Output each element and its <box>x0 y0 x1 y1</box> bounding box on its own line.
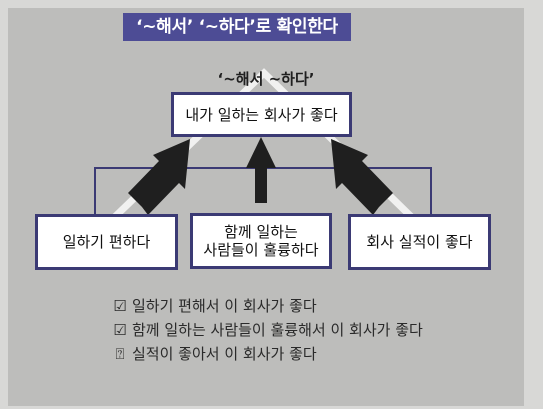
formula-label: ‘~해서 ~하다’ <box>217 70 315 88</box>
checklist-text: 실적이 좋아서 이 회사가 좋다 <box>132 345 317 363</box>
reason-text: 회사 실적이 좋다 <box>366 233 473 251</box>
main-result-text: 내가 일하는 회사가 좋다 <box>185 105 338 124</box>
title-banner: ‘~해서’ ‘~하다’로 확인한다 <box>123 13 351 41</box>
checkbox-checked-icon: ☑ <box>113 321 127 339</box>
checklist: ☑ 일하기 편해서 이 회사가 좋다 ☑ 함께 일하는 사람들이 훌륭해서 이 회사… <box>112 294 442 366</box>
checkbox-checked-icon: ☑ <box>113 297 127 315</box>
reason-box-middle: 함께 일하는 사람들이 훌륭하다 <box>190 213 332 269</box>
checklist-item: ☑ 일하기 편해서 이 회사가 좋다 <box>112 294 442 318</box>
checklist-text: 함께 일하는 사람들이 훌륭해서 이 회사가 좋다 <box>132 321 423 339</box>
reason-text: 일하기 편하다 <box>62 233 151 251</box>
reason-box-left: 일하기 편하다 <box>35 214 178 270</box>
middle-arrow-icon <box>246 137 276 203</box>
reason-box-right: 회사 실적이 좋다 <box>348 214 491 270</box>
left-arrow-icon <box>128 139 190 215</box>
checklist-item: ☑ 함께 일하는 사람들이 훌륭해서 이 회사가 좋다 <box>112 318 442 342</box>
reason-text: 함께 일하는 사람들이 훌륭하다 <box>203 223 319 259</box>
checklist-text: 일하기 편해서 이 회사가 좋다 <box>132 297 317 315</box>
checklist-item: ⍰ 실적이 좋아서 이 회사가 좋다 <box>112 342 442 366</box>
main-result-box: 내가 일하는 회사가 좋다 <box>171 92 352 137</box>
right-arrow-icon <box>331 139 393 215</box>
question-box-icon: ⍰ <box>115 345 125 363</box>
